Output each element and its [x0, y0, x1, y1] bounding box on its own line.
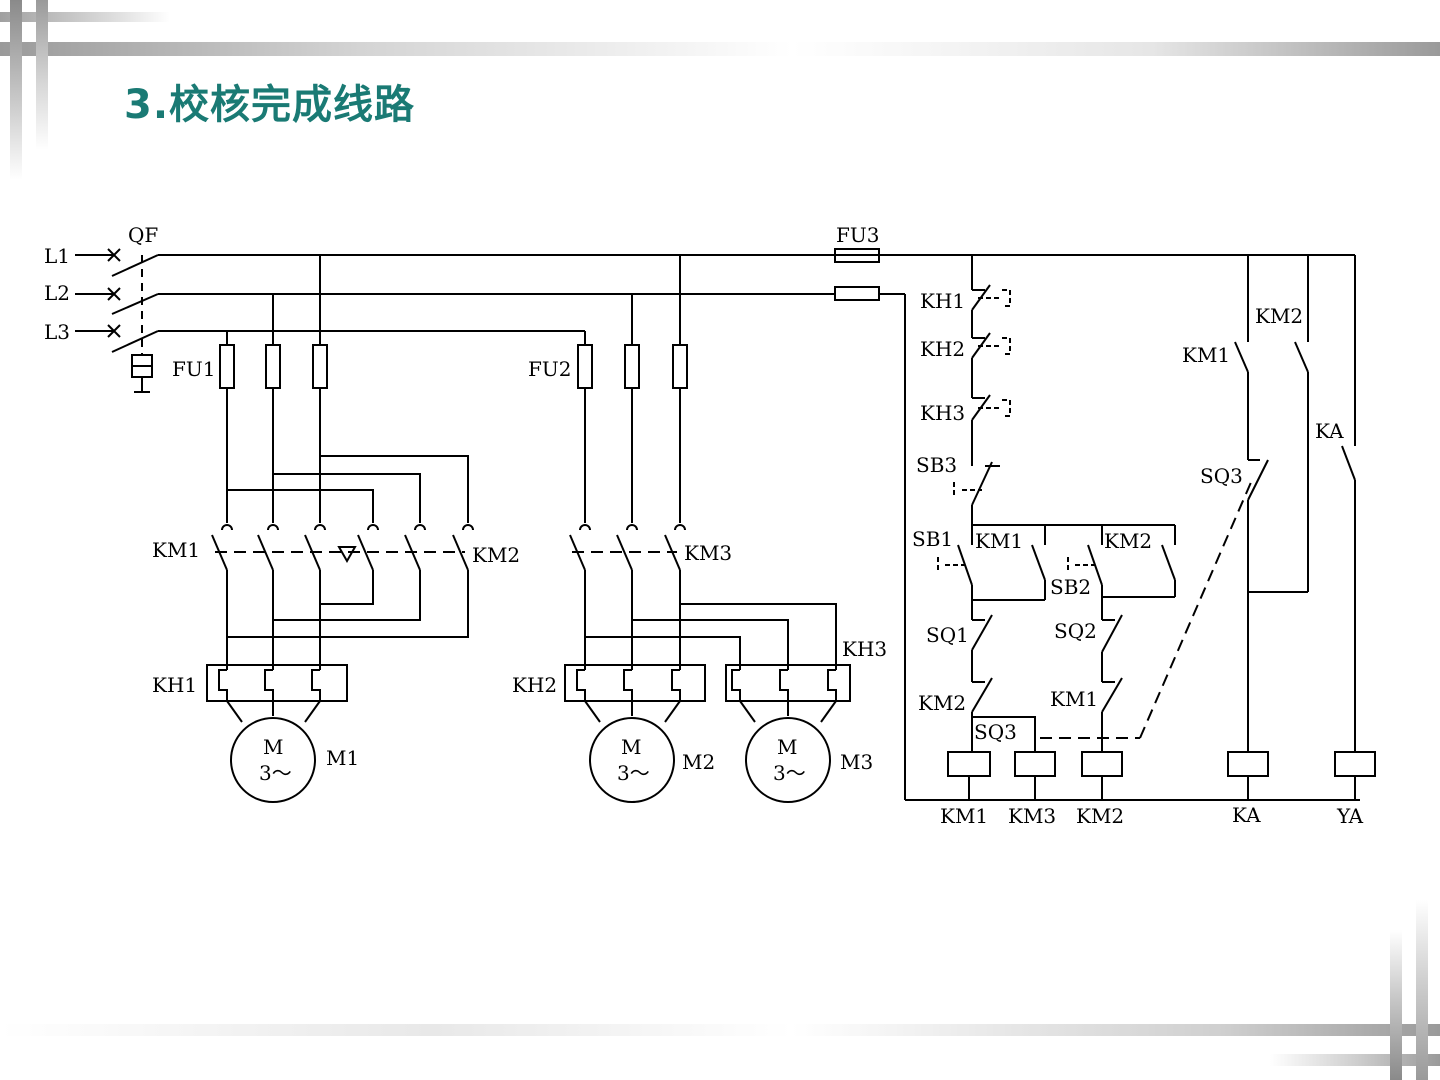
label-l3: L3 — [44, 320, 70, 344]
label-km2-hold: KM2 — [1104, 529, 1152, 553]
frame-bar-top — [0, 42, 1440, 56]
motor-m2-symbol: M — [621, 735, 641, 759]
label-km1-right: KM1 — [1182, 343, 1230, 367]
supply-lines — [75, 248, 1355, 393]
label-sb3: SB3 — [916, 453, 957, 477]
frame-bar-bottom — [0, 1024, 1440, 1036]
label-ctrl-kh1: KH1 — [920, 289, 965, 313]
label-kh2: KH2 — [512, 673, 557, 697]
control-circuit — [834, 248, 1376, 801]
motor-m1-symbol: M — [263, 735, 283, 759]
label-m2: M2 — [682, 750, 715, 774]
motor-m1-phase: 3～ — [259, 761, 292, 785]
label-m3: M3 — [840, 750, 873, 774]
frame-bar-right-inner — [1390, 930, 1402, 1080]
label-l1: L1 — [44, 244, 70, 268]
motor-m3-phase: 3～ — [773, 761, 806, 785]
label-coil-ya: YA — [1336, 804, 1364, 828]
label-ctrl-kh3: KH3 — [920, 401, 965, 425]
label-km2-interlock: KM2 — [918, 691, 966, 715]
label-sb2: SB2 — [1050, 575, 1091, 599]
label-km2-right: KM2 — [1255, 304, 1303, 328]
label-kh1: KH1 — [152, 673, 197, 697]
label-sb1: SB1 — [912, 527, 953, 551]
label-km3-main: KM3 — [684, 541, 732, 565]
label-coil-km3: KM3 — [1008, 804, 1056, 828]
frame-bar-right-outer — [1416, 900, 1428, 1080]
diagram-labels: L1 L2 L3 QF FU1 FU2 FU3 KM1 KM2 KM3 KH1 … — [44, 223, 1364, 828]
label-fu2: FU2 — [528, 357, 571, 381]
label-km1-interlock: KM1 — [1050, 687, 1098, 711]
label-km1-main: KM1 — [152, 538, 200, 562]
label-sq3-lower: SQ3 — [974, 720, 1017, 744]
label-coil-km1: KM1 — [940, 804, 988, 828]
label-sq1: SQ1 — [926, 623, 969, 647]
frame-bar-top-short — [0, 12, 170, 22]
label-sq3-upper: SQ3 — [1200, 464, 1243, 488]
label-ka-contact: KA — [1315, 419, 1344, 443]
label-m1: M1 — [326, 746, 359, 770]
frame-bar-left-outer — [10, 0, 22, 180]
label-ctrl-kh2: KH2 — [920, 337, 965, 361]
label-qf: QF — [128, 223, 158, 247]
label-kh3: KH3 — [842, 637, 887, 661]
m1-branch — [206, 255, 474, 803]
m2-m3-branch — [564, 255, 851, 803]
motor-m2-phase: 3～ — [617, 761, 650, 785]
label-coil-km2: KM2 — [1076, 804, 1124, 828]
label-l2: L2 — [44, 281, 70, 305]
slide-title: 3.校核完成线路 — [124, 82, 416, 128]
label-km1-hold: KM1 — [975, 529, 1023, 553]
label-sq2: SQ2 — [1054, 619, 1097, 643]
label-coil-ka: KA — [1232, 803, 1261, 827]
label-fu3: FU3 — [836, 223, 879, 247]
motor-m3-symbol: M — [777, 735, 797, 759]
label-km2-main: KM2 — [472, 543, 520, 567]
frame-bar-left-inner — [36, 0, 48, 150]
label-fu1: FU1 — [172, 357, 215, 381]
